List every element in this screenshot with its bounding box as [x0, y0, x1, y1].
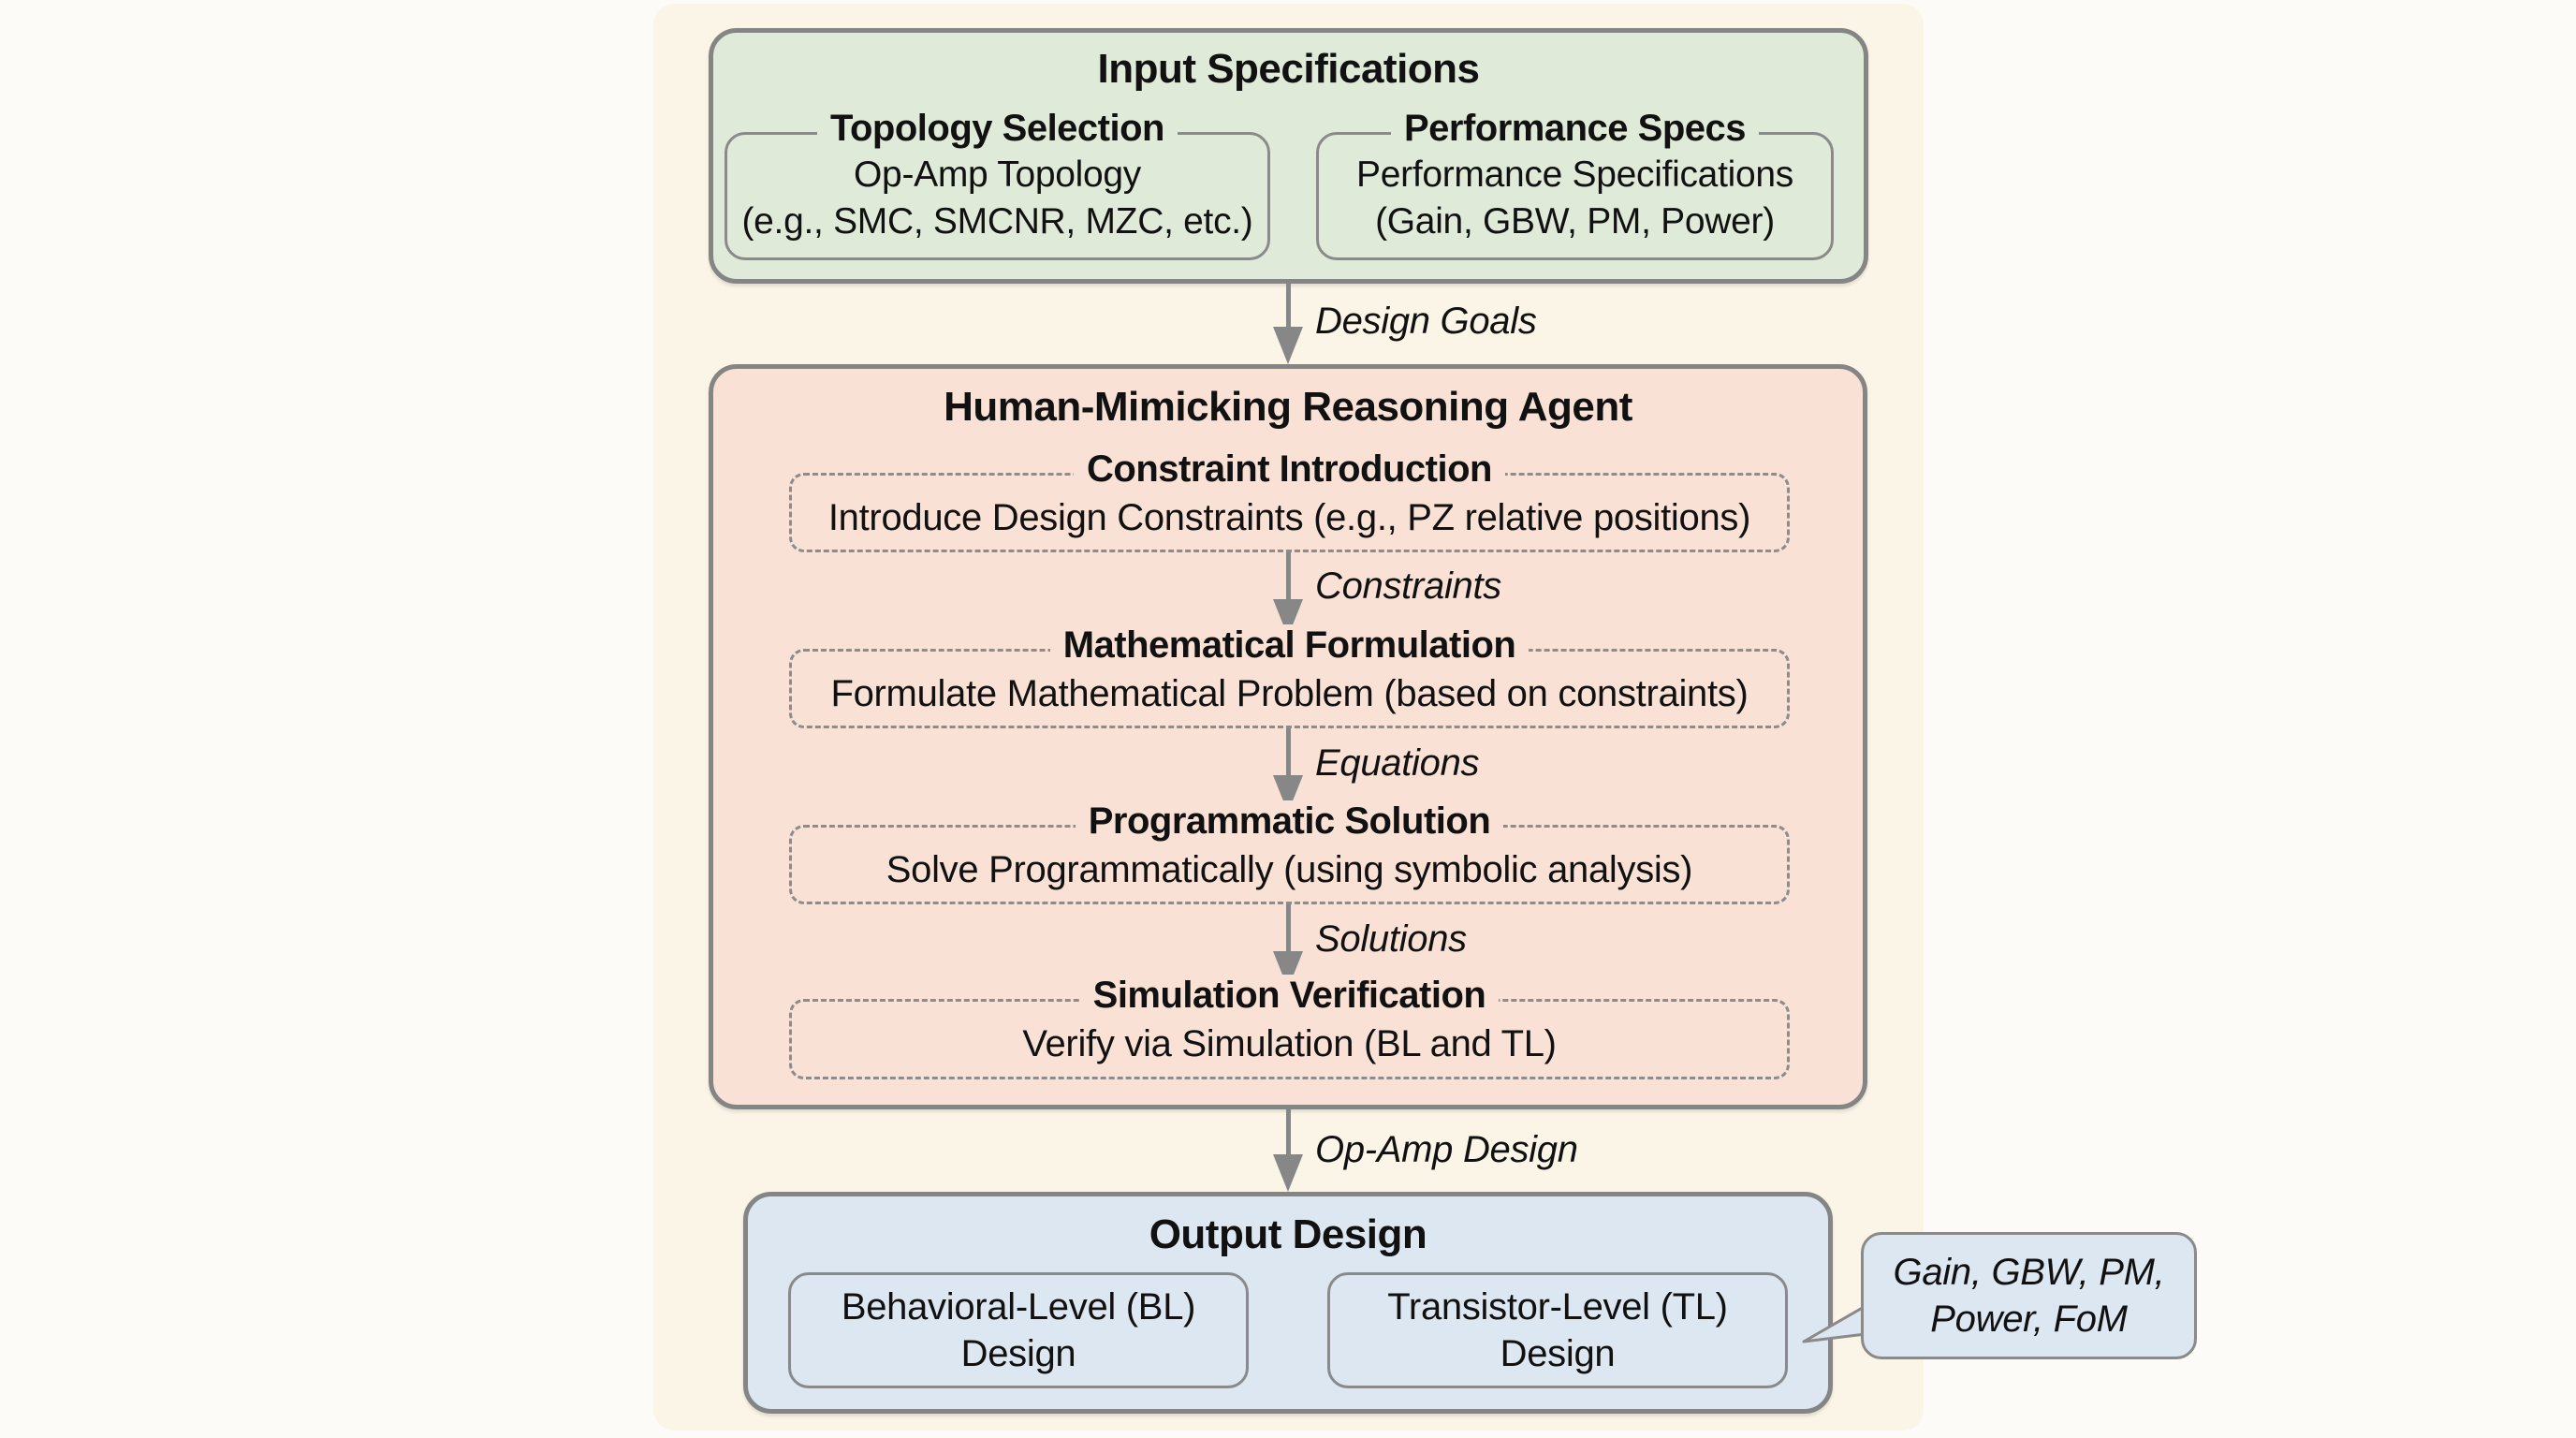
tl-line-1: Transistor-Level (TL) — [1387, 1286, 1728, 1328]
performance-specs-title: Performance Specs — [1319, 108, 1831, 149]
transistor-level-design-box: Transistor-Level (TL) Design — [1327, 1272, 1788, 1388]
performance-line-1: Performance Specifications — [1356, 154, 1793, 195]
arrow-solutions-line — [1286, 904, 1291, 953]
behavioral-level-design-box: Behavioral-Level (BL) Design — [788, 1272, 1249, 1388]
edge-label-design-goals: Design Goals — [1315, 301, 1537, 342]
arrow-op-amp-design-line — [1286, 1109, 1291, 1156]
step-programmatic-solution: Programmatic Solution Solve Programmatic… — [789, 800, 1790, 904]
topology-selection-box: Topology Selection Op-Amp Topology (e.g.… — [724, 108, 1270, 260]
arrow-equations-line — [1286, 728, 1291, 777]
topology-selection-title: Topology Selection — [727, 108, 1267, 149]
arrow-design-goals-line — [1286, 284, 1291, 329]
callout-tail-icon — [1802, 1304, 1867, 1343]
step-body: Introduce Design Constraints (e.g., PZ r… — [827, 497, 1751, 538]
edge-label-solutions: Solutions — [1315, 918, 1467, 960]
step-title: Programmatic Solution — [792, 800, 1787, 842]
step-body: Verify via Simulation (BL and TL) — [1022, 1023, 1557, 1064]
step-simulation-verification: Simulation Verification Verify via Simul… — [789, 975, 1790, 1079]
output-design-title: Output Design — [1149, 1211, 1427, 1257]
edge-label-equations: Equations — [1315, 742, 1480, 784]
performance-specs-box: Performance Specs Performance Specificat… — [1316, 108, 1834, 260]
topology-line-2: (e.g., SMC, SMCNR, MZC, etc.) — [741, 201, 1253, 242]
topology-line-1: Op-Amp Topology — [854, 154, 1141, 195]
performance-line-2: (Gain, GBW, PM, Power) — [1375, 201, 1775, 242]
step-title: Simulation Verification — [792, 975, 1787, 1016]
step-mathematical-formulation: Mathematical Formulation Formulate Mathe… — [789, 624, 1790, 728]
step-title: Mathematical Formulation — [792, 624, 1787, 666]
callout-line-1: Gain, GBW, PM, — [1893, 1252, 2165, 1293]
arrow-down-icon — [1273, 327, 1303, 364]
reasoning-agent-title: Human-Mimicking Reasoning Agent — [944, 384, 1632, 430]
callout-line-2: Power, FoM — [1930, 1299, 2128, 1340]
arrow-down-icon — [1273, 1154, 1303, 1192]
edge-label-constraints: Constraints — [1315, 565, 1502, 607]
arrow-constraints-line — [1286, 552, 1291, 601]
edge-label-op-amp-design: Op-Amp Design — [1315, 1129, 1578, 1170]
input-specifications-title: Input Specifications — [1097, 46, 1480, 92]
bl-line-1: Behavioral-Level (BL) — [841, 1286, 1196, 1328]
step-title: Constraint Introduction — [792, 448, 1787, 490]
step-body: Solve Programmatically (using symbolic a… — [886, 849, 1693, 890]
bl-line-2: Design — [960, 1333, 1076, 1374]
step-constraint-introduction: Constraint Introduction Introduce Design… — [789, 448, 1790, 552]
step-body: Formulate Mathematical Problem (based on… — [830, 673, 1749, 714]
tl-line-2: Design — [1500, 1333, 1616, 1374]
metrics-callout: Gain, GBW, PM, Power, FoM — [1861, 1232, 2197, 1359]
input-specifications-panel: Input Specifications — [709, 28, 1868, 284]
